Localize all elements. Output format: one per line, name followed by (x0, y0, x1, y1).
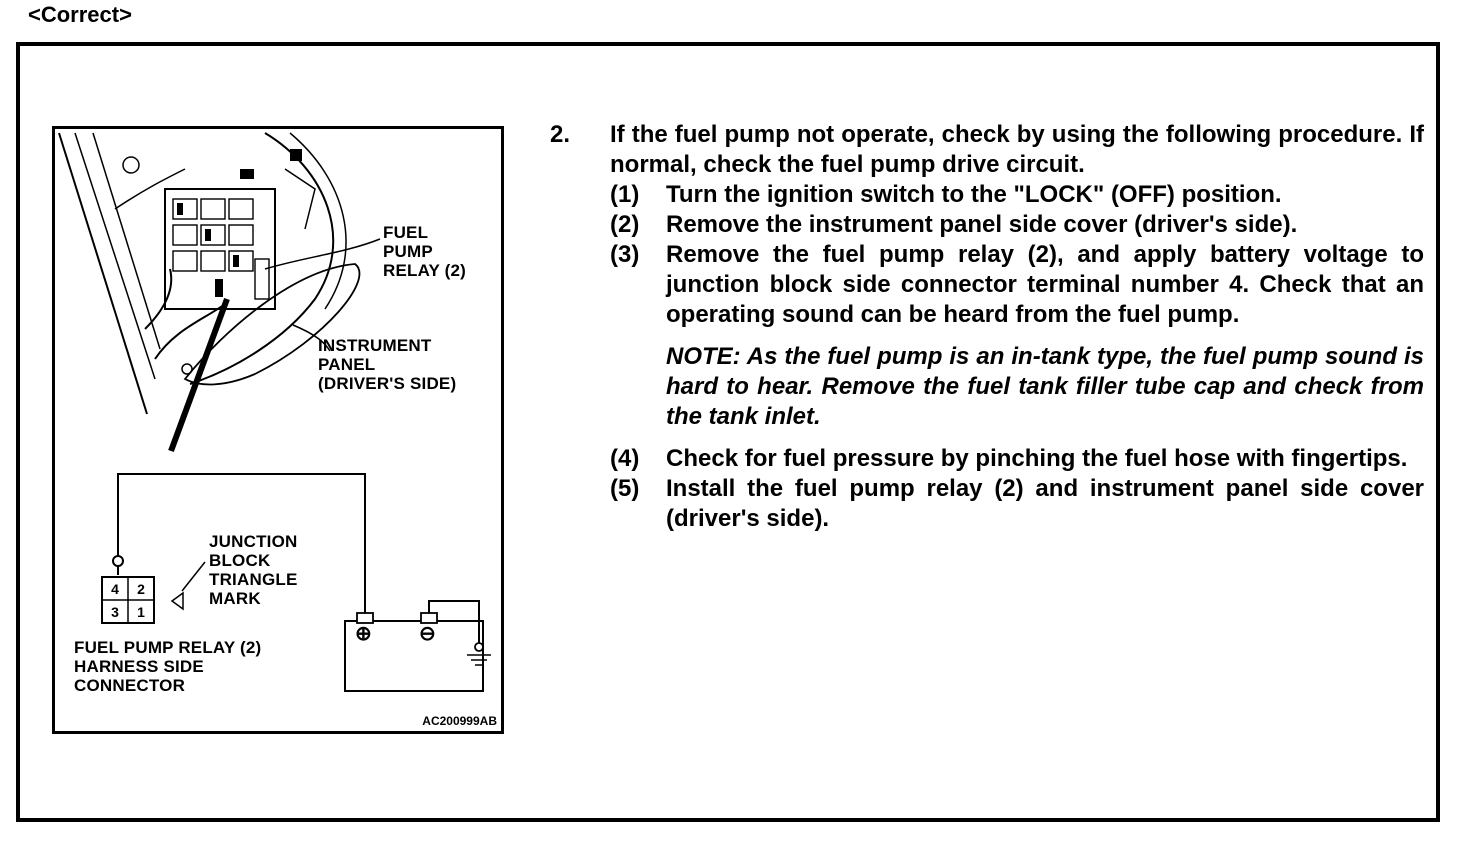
substep-text: Turn the ignition switch to the "LOCK" (… (666, 181, 1282, 208)
substep-text: Install the fuel pump relay (2) and inst… (666, 475, 1424, 532)
content-frame (16, 42, 1440, 822)
figure-code: AC200999AB (422, 714, 497, 728)
label-line: (DRIVER'S SIDE) (318, 374, 457, 393)
substep: (2) Remove the instrument panel side cov… (550, 210, 1424, 240)
label-line: BLOCK (209, 551, 271, 570)
label-line: JUNCTION (209, 532, 298, 551)
label-line: INSTRUMENT (318, 336, 432, 355)
label-line: RELAY (2) (383, 261, 467, 280)
substep-number: (2) (610, 211, 640, 238)
fuel-pump-relay-label: FUEL PUMP RELAY (2) (383, 223, 466, 280)
label-line: PANEL (318, 355, 376, 374)
substep: (5) Install the fuel pump relay (2) and … (550, 474, 1424, 534)
wiring-figure: FUEL PUMP RELAY (2) INSTRUMENT PANEL (DR… (52, 126, 504, 734)
label-line: FUEL (383, 223, 429, 242)
substep-number: (5) (610, 475, 640, 502)
step-text: If the fuel pump not operate, check by u… (610, 121, 1424, 178)
section-header: <Correct> (28, 2, 132, 27)
substep: (1) Turn the ignition switch to the "LOC… (550, 180, 1424, 210)
fuse-panel-illustration (58, 132, 491, 692)
battery-negative-icon: ⊖ (419, 623, 436, 645)
terminal-3: 3 (111, 604, 119, 620)
label-line: MARK (209, 589, 261, 608)
instrument-panel-label: INSTRUMENT PANEL (DRIVER'S SIDE) (318, 336, 456, 393)
harness-connector-label: FUEL PUMP RELAY (2) HARNESS SIDE CONNECT… (74, 638, 261, 695)
note-text: NOTE: As the fuel pump is an in-tank typ… (666, 343, 1424, 430)
terminal-2: 2 (137, 581, 145, 597)
procedure-text: 2. If the fuel pump not operate, check b… (550, 120, 1424, 534)
substep: (4) Check for fuel pressure by pinching … (550, 444, 1424, 474)
step-2: 2. If the fuel pump not operate, check b… (550, 120, 1424, 180)
step-number: 2. (550, 121, 571, 148)
substep: (3) Remove the fuel pump relay (2), and … (550, 240, 1424, 330)
substep-number: (1) (610, 181, 640, 208)
label-line: FUEL PUMP RELAY (2) (74, 638, 262, 657)
label-line: HARNESS SIDE (74, 657, 204, 676)
substep-text: Check for fuel pressure by pinching the … (666, 445, 1408, 472)
label-line: PUMP (383, 242, 433, 261)
terminal-1: 1 (137, 604, 145, 620)
substep-text: Remove the instrument panel side cover (… (666, 211, 1298, 238)
label-line: CONNECTOR (74, 676, 186, 695)
battery-positive-icon: ⊕ (355, 623, 372, 645)
substep-number: (3) (610, 241, 640, 268)
substep-text: Remove the fuel pump relay (2), and appl… (666, 241, 1424, 328)
label-line: TRIANGLE (209, 570, 298, 589)
terminal-4: 4 (111, 581, 119, 597)
junction-block-label: JUNCTION BLOCK TRIANGLE MARK (209, 532, 298, 608)
substep-number: (4) (610, 445, 640, 472)
